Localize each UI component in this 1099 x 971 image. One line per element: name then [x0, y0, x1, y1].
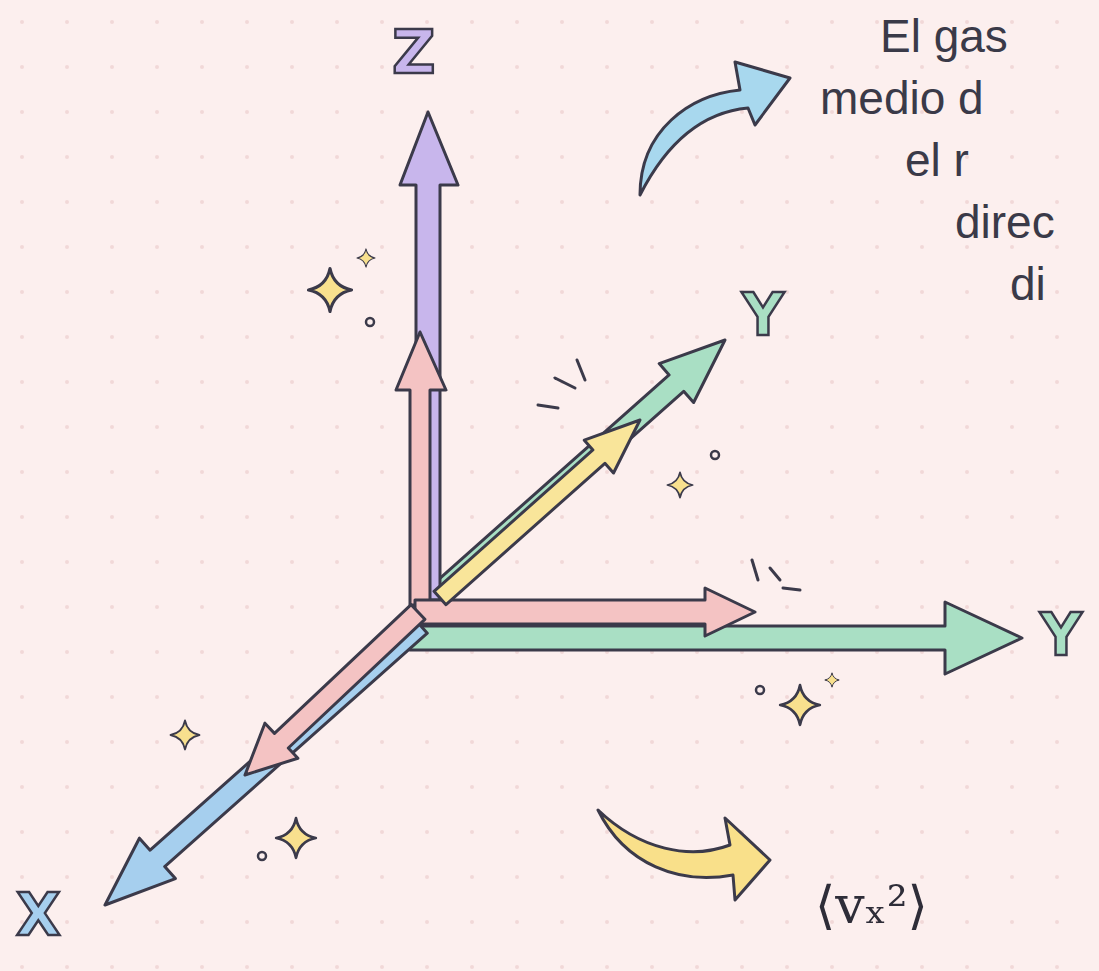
axis-label: Z: [392, 18, 436, 87]
motion-ticks: [538, 360, 800, 590]
y-axis-arrow: [425, 340, 725, 608]
paragraph-line: direc: [955, 196, 1055, 249]
vector-arrow: [415, 588, 755, 636]
vector-arrow: [245, 605, 425, 775]
formula: ⟨vₓ²⟩: [815, 876, 928, 936]
paragraph-line: El gas: [880, 10, 1008, 63]
vector-arrow: [434, 420, 640, 605]
sparkles: [171, 249, 840, 860]
axis-label: X: [16, 882, 61, 949]
axis-label: Y: [742, 282, 784, 349]
paragraph-line: el r: [905, 134, 969, 187]
curved-arrow: [598, 810, 770, 900]
paragraph-line: di: [1010, 258, 1046, 311]
curved-arrow: [640, 62, 790, 195]
axis-label: Y: [1040, 602, 1082, 669]
vector-arrow: [396, 332, 446, 605]
paragraph-line: medio d: [820, 72, 984, 125]
